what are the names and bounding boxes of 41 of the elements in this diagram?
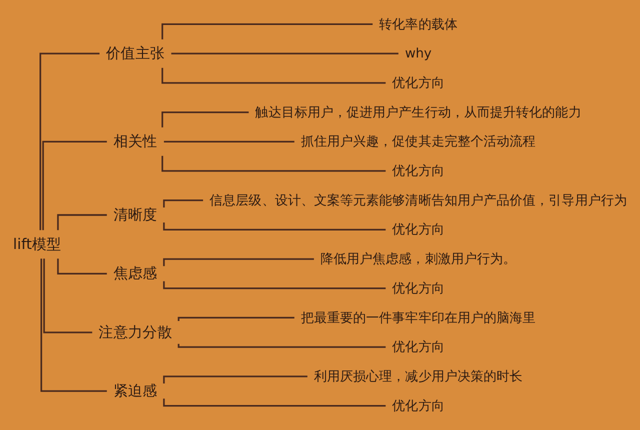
node-text: 信息层级、设计、文案等元素能够清晰告知用户产品价值，引导用户行为 xyxy=(210,192,627,208)
node-text: why xyxy=(404,45,432,61)
connector xyxy=(40,258,107,392)
node-text: 降低用户焦虑感，刺激用户行为。 xyxy=(320,250,516,266)
node-text: 相关性 xyxy=(113,133,158,150)
connector xyxy=(170,52,398,54)
connector xyxy=(163,140,294,142)
node-text: 优化方向 xyxy=(392,338,444,354)
connector xyxy=(40,52,100,230)
node-text: 把最重要的一件事牢牢印在用户的脑海里 xyxy=(300,310,536,326)
node-text: 利用厌损心理，减少用户决策的时长 xyxy=(314,368,523,384)
node-text: lift模型 xyxy=(13,236,62,253)
connector xyxy=(163,258,314,266)
connector xyxy=(162,68,386,84)
node-text: 优化方向 xyxy=(392,162,444,178)
connector xyxy=(178,316,294,321)
connector xyxy=(162,156,386,172)
node-text: 注意力分散 xyxy=(98,324,172,341)
connector xyxy=(57,214,107,230)
connector xyxy=(162,111,249,128)
node-text: 优化方向 xyxy=(392,398,444,414)
node-text: 清晰度 xyxy=(113,206,158,224)
connector xyxy=(163,376,308,384)
node-text: 转化率的载体 xyxy=(379,16,458,32)
connector xyxy=(162,23,373,40)
node-text: 抓住用户兴趣，促使其走完整个活动流程 xyxy=(300,133,536,149)
connector xyxy=(163,222,386,230)
node-text: 优化方向 xyxy=(392,74,444,90)
node-text: 优化方向 xyxy=(392,280,444,296)
connector xyxy=(57,258,107,274)
connector xyxy=(163,398,386,407)
connector xyxy=(163,281,386,290)
node-text: 焦虑感 xyxy=(113,265,158,282)
connector xyxy=(163,200,204,208)
connector xyxy=(43,258,92,334)
connector xyxy=(42,140,107,230)
node-text: 触达目标用户，促进用户产生行动，从而提升转化的能力 xyxy=(255,104,582,120)
node-text: 优化方向 xyxy=(392,222,444,238)
node-text: 紧迫感 xyxy=(113,382,158,400)
connector xyxy=(178,344,386,348)
node-text: 价值主张 xyxy=(106,45,165,62)
